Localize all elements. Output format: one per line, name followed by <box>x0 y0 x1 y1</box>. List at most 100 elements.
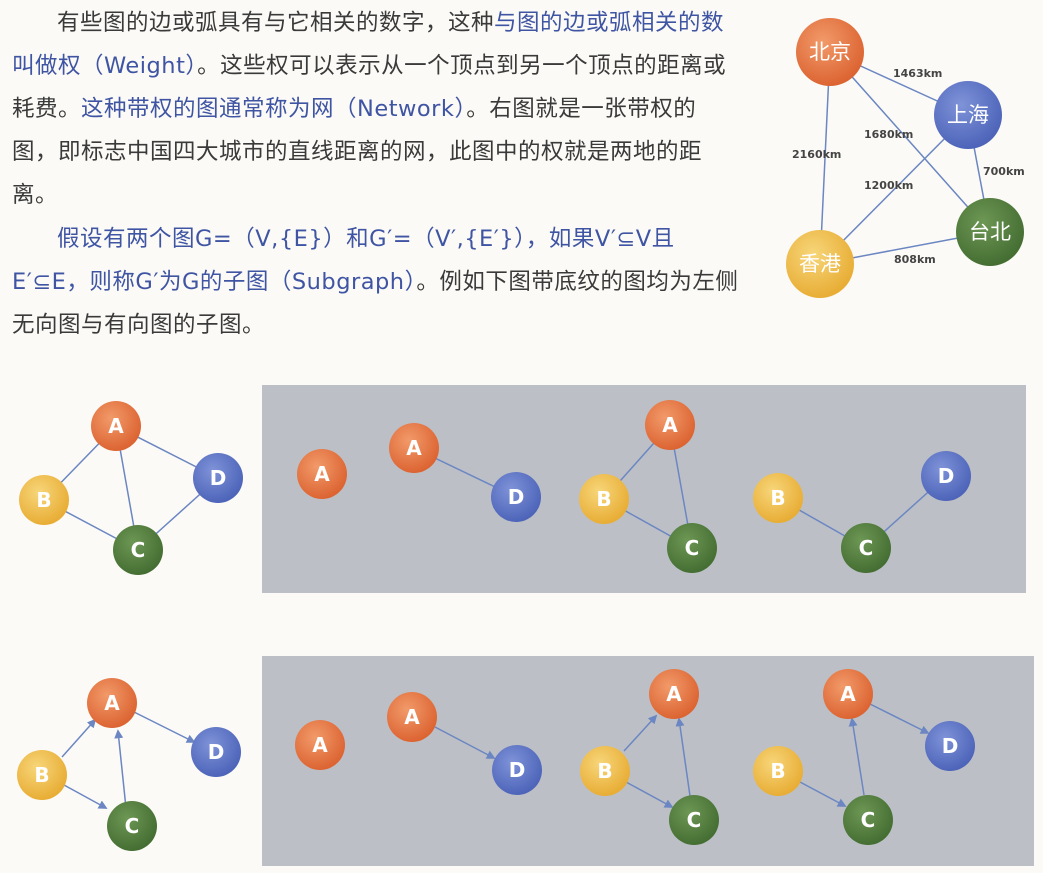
node-d <box>193 453 243 503</box>
node-label-b: B <box>770 486 785 510</box>
city-node-beijing <box>796 18 864 86</box>
weight-sh-tb: 700km <box>983 165 1025 178</box>
node-label-d: D <box>509 758 526 782</box>
node-label-c: C <box>131 538 146 562</box>
edge-sh-hk <box>819 114 969 265</box>
directed-subgraph-2: A D <box>387 692 542 795</box>
node-c <box>669 795 719 845</box>
node-label-c: C <box>125 814 140 838</box>
p1-b: 与图的边或弧相关的数叫做权（Weight） <box>12 10 725 79</box>
node-d <box>491 472 541 522</box>
node-a <box>297 449 347 499</box>
undirected-subgraph-1: A <box>297 449 347 499</box>
node-label-d: D <box>508 485 525 509</box>
undirected-graph: A B C D <box>19 401 243 575</box>
node-label-c: C <box>687 808 702 832</box>
directed-subgraph-3: A B C <box>580 669 719 845</box>
city-node-shanghai <box>934 81 1002 149</box>
weight-hk-tb: 808km <box>894 253 936 266</box>
node-label-b: B <box>34 763 49 787</box>
arc-b-a <box>623 714 658 752</box>
edge-bj-hk <box>819 51 831 265</box>
node-label-b: B <box>36 488 51 512</box>
edge-bj-tb <box>829 51 991 233</box>
undirected-subgraph-3: A B C <box>579 400 717 573</box>
node-label-a: A <box>314 462 330 486</box>
p1-d: 这种带权的图通常称为网（Network） <box>81 96 467 122</box>
directed-graph: A B C D <box>17 678 241 851</box>
node-a <box>389 423 439 473</box>
node-a <box>87 678 137 728</box>
city-label-beijing: 北京 <box>809 40 851 64</box>
node-a <box>649 669 699 719</box>
node-a <box>823 669 873 719</box>
directed-subgraph-panel <box>262 656 1034 866</box>
weighted-network: 1463km 2160km 1680km 700km 1200km 808km … <box>786 18 1025 298</box>
paragraph-weight: 有些图的边或弧具有与它相关的数字，这种与图的边或弧相关的数叫做权（Weight）… <box>12 2 742 217</box>
arc-b-c <box>625 781 674 808</box>
directed-subgraph-1: A <box>295 720 345 770</box>
node-label-d: D <box>210 466 227 490</box>
node-label-d: D <box>942 734 959 758</box>
p1-c: 。这些权可以表示从一个顶点到另一个顶点的距离或耗费。 <box>12 53 727 122</box>
node-label-c: C <box>861 808 876 832</box>
node-a <box>295 720 345 770</box>
node-b <box>19 475 69 525</box>
p2-b: （Subgraph） <box>268 269 417 295</box>
node-c <box>113 525 163 575</box>
p2-a: 假设有两个图G=（V,{E}）和G′=（V′,{E′}），如果V′⊆V且E′⊆E… <box>12 226 675 295</box>
node-b <box>17 750 67 800</box>
arc-c-a <box>675 717 691 797</box>
undirected-subgraph-2: A D <box>389 423 541 522</box>
node-d <box>492 745 542 795</box>
city-node-taibei <box>956 198 1024 266</box>
node-label-a: A <box>312 733 328 757</box>
node-label-a: A <box>404 705 420 729</box>
arc-c-a <box>114 729 127 809</box>
node-c <box>107 801 157 851</box>
node-label-c: C <box>685 536 700 560</box>
node-label-a: A <box>666 682 682 706</box>
node-c <box>667 523 717 573</box>
city-label-shanghai: 上海 <box>947 103 989 127</box>
node-label-a: A <box>840 682 856 706</box>
node-b <box>753 473 803 523</box>
node-label-c: C <box>859 536 874 560</box>
p2-c: 。例如下图带底纹的图均为左侧无向图与有向图的子图。 <box>12 269 739 338</box>
city-label-hongkong: 香港 <box>799 252 841 276</box>
weight-bj-tb: 1680km <box>864 128 913 141</box>
node-c <box>843 795 893 845</box>
arc-a-d <box>133 711 196 743</box>
node-d <box>921 451 971 501</box>
node-label-a: A <box>108 414 124 438</box>
node-label-b: B <box>770 759 785 783</box>
p1-a: 有些图的边或弧具有与它相关的数字，这种 <box>57 10 495 36</box>
weight-sh-hk: 1200km <box>864 179 913 192</box>
node-b <box>579 474 629 524</box>
node-b <box>580 746 630 796</box>
node-label-a: A <box>406 436 422 460</box>
node-d <box>925 721 975 771</box>
node-b <box>753 746 803 796</box>
arc-b-c <box>63 784 108 809</box>
p1-e: 。右图就是一张带权的图，即标志中国四大城市的直线距离的网，此图中的权就是两地的距… <box>12 96 703 208</box>
node-a <box>91 401 141 451</box>
node-a <box>387 692 437 742</box>
weight-bj-sh: 1463km <box>893 67 942 80</box>
arc-a-d <box>869 703 930 734</box>
arc-b-a <box>61 718 97 758</box>
paragraph-subgraph: 假设有两个图G=（V,{E}）和G′=（V′,{E′}），如果V′⊆V且E′⊆E… <box>12 218 742 347</box>
node-label-a: A <box>104 691 120 715</box>
node-label-b: B <box>597 759 612 783</box>
node-label-d: D <box>208 740 225 764</box>
node-d <box>191 727 241 777</box>
node-label-a: A <box>662 413 678 437</box>
directed-subgraph-4: A B C D <box>753 669 975 845</box>
weight-bj-hk: 2160km <box>792 148 841 161</box>
undirected-subgraph-panel <box>262 385 1026 593</box>
node-a <box>645 400 695 450</box>
city-node-hongkong <box>786 230 854 298</box>
arc-c-a <box>848 717 865 796</box>
node-c <box>841 523 891 573</box>
